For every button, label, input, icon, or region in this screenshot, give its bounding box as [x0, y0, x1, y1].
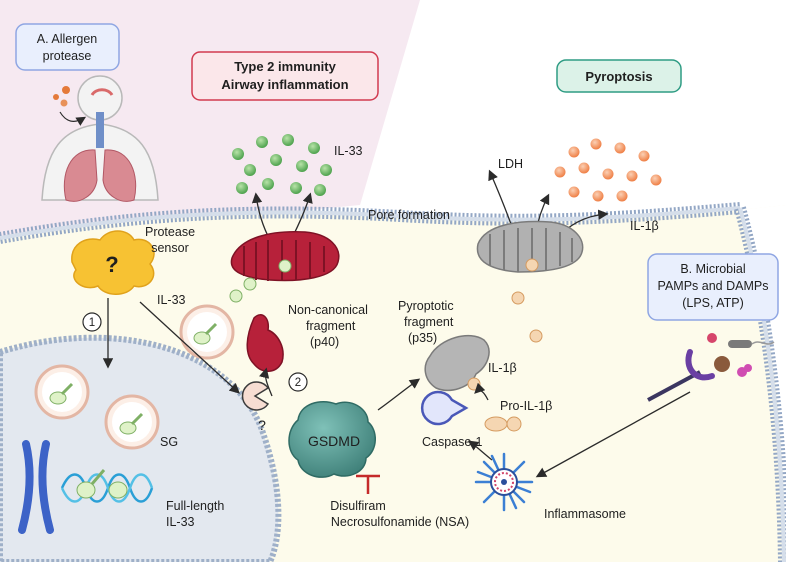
il1b-top-label: IL-1β — [630, 219, 659, 233]
granule-upper — [179, 304, 235, 360]
full-length-label-line1: Full-length — [166, 499, 224, 513]
gsdmd-label: GSDMD — [308, 433, 360, 449]
microbial-title-line1: B. Microbial — [680, 262, 745, 276]
pyroptotic-label-line1: Pyroptotic — [398, 299, 454, 313]
noncanonical-fragment — [246, 314, 284, 372]
step-1-badge: 1 — [82, 312, 102, 332]
gsdmd-protein: GSDMD — [288, 400, 376, 478]
il33-inner-label: IL-33 — [157, 293, 186, 307]
pyroptotic-label-line3: (p35) — [408, 331, 437, 345]
inhibitor-mark — [356, 474, 380, 494]
human-lungs-figure — [41, 75, 159, 202]
il33-top-label: IL-33 — [334, 144, 363, 158]
noncanonical-label-line3: (p40) — [310, 335, 339, 349]
protease-sensor: ? — [71, 230, 155, 295]
nucleus-granule-1 — [34, 364, 90, 420]
crimson-pore — [230, 230, 340, 282]
pyroptotic-label-line2: fragment — [404, 315, 454, 329]
svg-text:1: 1 — [89, 317, 95, 329]
pore-formation-label: Pore formation — [368, 208, 450, 222]
microbial-title-line2: PAMPs and DAMPs — [658, 279, 769, 293]
pro-il1b-label: Pro-IL-1β — [500, 399, 552, 413]
il33-released-dots — [232, 134, 332, 196]
protease-sensor-label-line2: sensor — [151, 241, 189, 255]
arrow-sensor-to-protease — [139, 301, 240, 394]
arrow-receptor-to-inflammasome — [535, 391, 691, 478]
caspase1-label: Caspase-1 — [422, 435, 482, 449]
grey-pore — [476, 220, 584, 273]
noncanonical-label-line2: fragment — [306, 319, 356, 333]
arrow-inflammasome-to-caspase — [467, 440, 493, 461]
microbial-box: B. Microbial PAMPs and DAMPs (LPS, ATP) — [647, 253, 779, 321]
pyroptosis-box: Pyroptosis — [556, 59, 682, 93]
step-2-badge: 2 — [288, 372, 308, 392]
il1b-released-dots — [554, 138, 662, 202]
inflammasome — [474, 452, 534, 512]
pyroptotic-fragment — [424, 334, 490, 392]
type2-title-line1: Type 2 immunity — [234, 59, 336, 74]
unknown-protease: ? — [241, 381, 270, 433]
sg-label: SG — [160, 435, 178, 449]
protease-question: ? — [258, 417, 266, 433]
type2-immunity-box: Type 2 immunity Airway inflammation — [191, 51, 379, 101]
nsa-label: Necrosulfonamide (NSA) — [331, 515, 469, 529]
allergen-title-line2: protease — [43, 49, 92, 63]
noncanonical-label-line1: Non-canonical — [288, 303, 368, 317]
il1b-bead — [529, 329, 543, 343]
full-length-label-line2: IL-33 — [166, 515, 195, 529]
inflammasome-label: Inflammasome — [544, 507, 626, 521]
caspase1-protein — [420, 390, 469, 426]
pro-il1b — [484, 416, 522, 432]
type2-title-line2: Airway inflammation — [221, 77, 348, 92]
pyroptosis-title: Pyroptosis — [585, 69, 652, 84]
il1b-bead — [467, 377, 481, 391]
microbial-title-line3: (LPS, ATP) — [682, 296, 744, 310]
arrow-to-noncanonical — [259, 367, 273, 397]
il33-bead — [229, 289, 243, 303]
allergen-title-line1: A. Allergen — [37, 32, 98, 46]
nucleus-granule-2 — [104, 394, 160, 450]
svg-text:2: 2 — [295, 377, 301, 389]
chromosome-dna — [18, 440, 154, 534]
allergen-protease-box: A. Allergen protease — [15, 23, 120, 71]
receptor-and-microbes — [647, 333, 775, 402]
il1b-bead — [511, 291, 525, 305]
protease-sensor-label-line1: Protease — [145, 225, 195, 239]
arrow-pro-to-il1b — [474, 382, 489, 401]
il1b-inner-label: IL-1β — [488, 361, 517, 375]
arrow-gsdmd-to-p35 — [377, 378, 421, 411]
protease-sensor-question: ? — [105, 252, 118, 277]
ldh-label: LDH — [498, 157, 523, 171]
il33-bead — [243, 277, 257, 291]
disulfiram-label: Disulfiram — [330, 499, 386, 513]
